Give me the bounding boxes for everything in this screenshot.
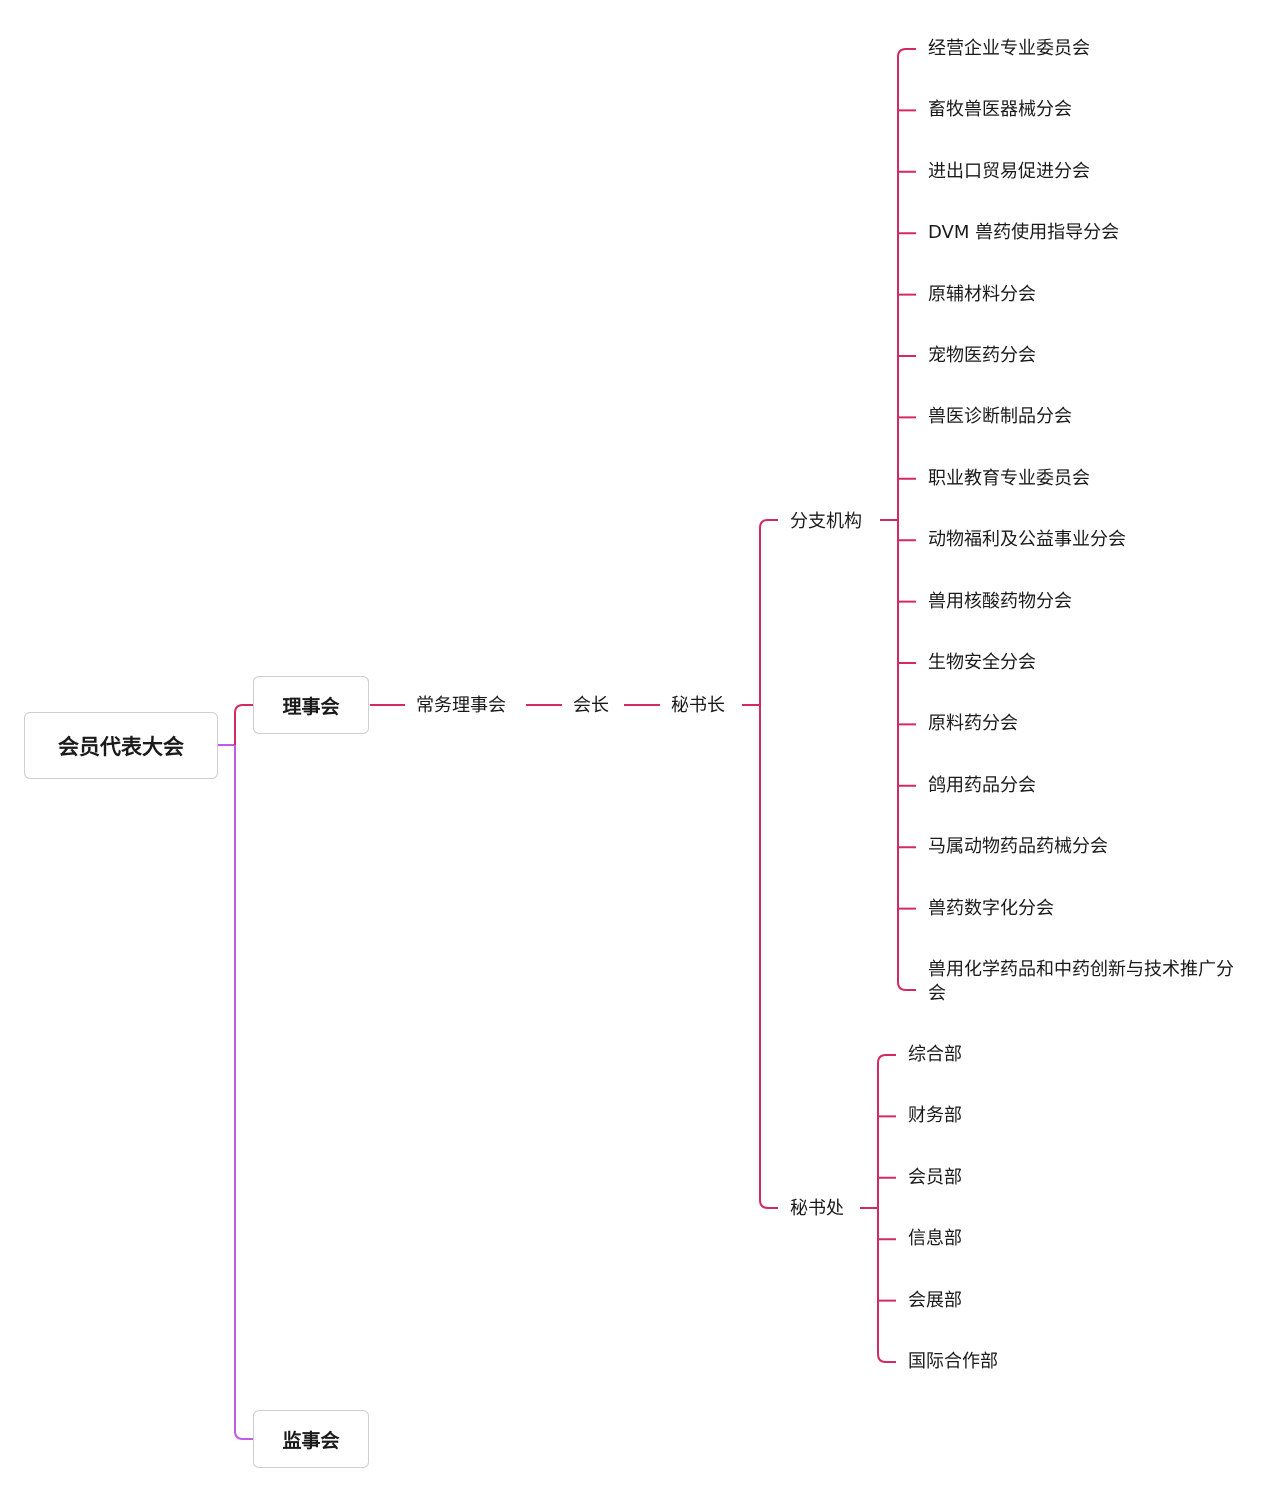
secretariat-item[interactable]: 国际合作部 bbox=[908, 1351, 998, 1372]
council-node[interactable]: 理事会 bbox=[253, 676, 369, 734]
branch-item[interactable]: 原料药分会 bbox=[928, 713, 1018, 735]
council-connector bbox=[234, 704, 253, 745]
root-label: 会员代表大会 bbox=[58, 734, 184, 759]
secretariat-item[interactable]: 会员部 bbox=[908, 1166, 962, 1188]
branch-item[interactable]: 畜牧兽医器械分会 bbox=[928, 99, 1072, 121]
branch-item[interactable]: 兽用化学药品和中药创新与技术推广分会 bbox=[928, 959, 1234, 1004]
branch-item[interactable]: 鸽用药品分会 bbox=[928, 774, 1036, 796]
supervisors-label: 监事会 bbox=[282, 1429, 340, 1452]
secretariat-item[interactable]: 综合部 bbox=[908, 1044, 962, 1065]
connector bbox=[759, 519, 778, 705]
secretariat-item[interactable]: 会展部 bbox=[908, 1289, 962, 1311]
branch-item[interactable]: 马属动物药品药械分会 bbox=[928, 836, 1108, 858]
branch-item[interactable]: DVM 兽药使用指导分会 bbox=[928, 222, 1120, 244]
secretariat-item[interactable]: 财务部 bbox=[908, 1105, 962, 1127]
branch-item[interactable]: 生物安全分会 bbox=[928, 652, 1036, 673]
branch-item[interactable]: 职业教育专业委员会 bbox=[928, 467, 1090, 489]
supervisor-connector bbox=[218, 744, 253, 1440]
chain-node-president[interactable]: 会长 bbox=[573, 695, 609, 716]
root-node[interactable]: 会员代表大会 bbox=[24, 712, 218, 779]
branches-node[interactable]: 分支机构 bbox=[790, 511, 862, 532]
secretariat-node[interactable]: 秘书处 bbox=[790, 1198, 844, 1219]
branch-item[interactable]: 经营企业专业委员会 bbox=[928, 38, 1090, 59]
branch-item[interactable]: 进出口贸易促进分会 bbox=[928, 160, 1090, 182]
branch-item[interactable]: 动物福利及公益事业分会 bbox=[928, 529, 1126, 551]
secretariat-item[interactable]: 信息部 bbox=[908, 1228, 962, 1250]
connector bbox=[897, 48, 916, 982]
supervisors-node[interactable]: 监事会 bbox=[253, 1410, 369, 1468]
connector bbox=[877, 1054, 896, 1363]
connector bbox=[897, 981, 916, 991]
branch-item[interactable]: 兽用核酸药物分会 bbox=[928, 590, 1072, 612]
chain-node-secretary-general[interactable]: 秘书长 bbox=[671, 695, 725, 716]
branch-item[interactable]: 原辅材料分会 bbox=[928, 283, 1036, 305]
branch-item[interactable]: 兽医诊断制品分会 bbox=[928, 406, 1072, 428]
council-label: 理事会 bbox=[282, 695, 340, 718]
connector bbox=[759, 705, 778, 1209]
chain-node-standing-council[interactable]: 常务理事会 bbox=[416, 695, 506, 716]
branch-item[interactable]: 兽药数字化分会 bbox=[928, 897, 1054, 919]
branch-item[interactable]: 宠物医药分会 bbox=[928, 345, 1036, 366]
